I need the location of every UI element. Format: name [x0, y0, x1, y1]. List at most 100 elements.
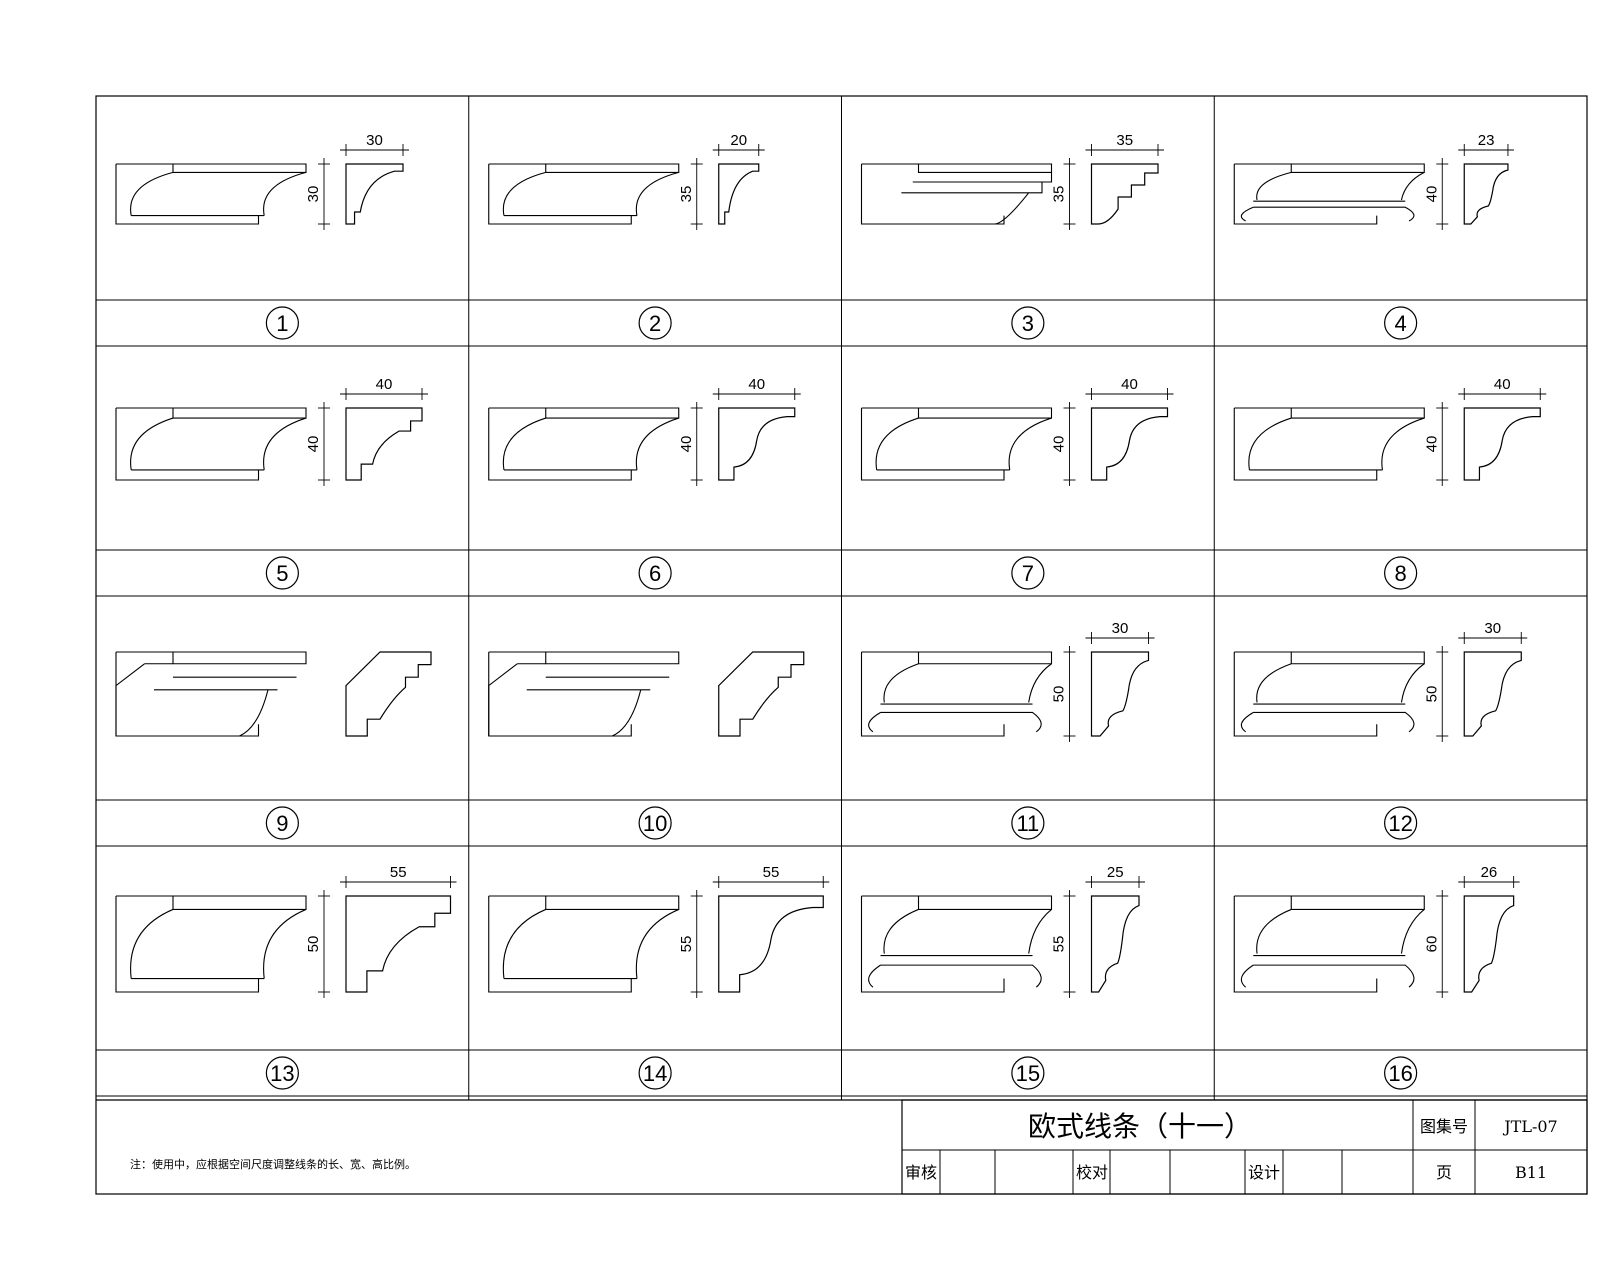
width-dimension-label: 55 [390, 864, 407, 881]
elevation-back-edge [1233, 896, 1378, 993]
elevation-profile-curve [130, 908, 307, 980]
section-profile [718, 407, 796, 481]
elevation-back-edge [115, 408, 260, 481]
section-profile [345, 651, 432, 737]
section-profile [718, 651, 805, 737]
width-dimension-label: 23 [1478, 132, 1495, 149]
section-profile [345, 163, 404, 225]
check-label: 校对 [1076, 1163, 1108, 1182]
profile-number-circle [1011, 556, 1045, 590]
elevation-top-fillet [116, 407, 307, 419]
section-profile [1463, 651, 1522, 737]
elevation-profile-curve [901, 172, 1053, 225]
width-dimension-label: 55 [763, 864, 780, 881]
profile-number: 9 [276, 811, 288, 836]
profile-number: 2 [649, 311, 661, 336]
width-dimension-label: 40 [748, 376, 765, 393]
profile-number: 4 [1395, 311, 1407, 336]
profile-number: 10 [643, 811, 667, 836]
height-dimension-label: 40 [1423, 436, 1440, 453]
elevation-top-fillet [861, 651, 1053, 665]
elevation-back-edge [860, 164, 1005, 225]
elevation-back-edge [1233, 652, 1378, 737]
section-profile [1463, 895, 1515, 993]
profile-cell: 10 [488, 651, 805, 840]
elevation-profile-curve [130, 417, 307, 471]
profile-number: 6 [649, 561, 661, 586]
width-dimension-label: 40 [1121, 376, 1138, 393]
elevation-top-fillet [1234, 163, 1425, 173]
profile-number: 5 [276, 561, 288, 586]
profile-number-circle [638, 556, 672, 590]
height-dimension-label: 35 [1051, 186, 1068, 203]
section-profile [1463, 163, 1509, 225]
profile-number-circle [638, 806, 672, 840]
elevation-profile-curve [502, 417, 679, 471]
elevation-profile-curve [868, 908, 1052, 988]
elevation-top-fillet [861, 895, 1053, 910]
section-profile [718, 163, 760, 225]
height-dimension-label: 35 [678, 186, 695, 203]
profile-number-circle [1011, 806, 1045, 840]
height-dimension-label: 40 [678, 436, 695, 453]
usage-note: 注：使用中，应根据空间尺度调整线条的长、宽、高比例。 [130, 1157, 416, 1171]
height-dimension-label: 40 [1423, 186, 1440, 203]
width-dimension-label: 25 [1107, 864, 1124, 881]
height-dimension-label: 50 [305, 936, 322, 953]
elevation-profile-curve [1240, 171, 1425, 222]
profile-number-circle [265, 1056, 299, 1090]
profile-number: 7 [1022, 561, 1034, 586]
elevation-back-edge [115, 896, 260, 993]
elevation-top-fillet [1234, 407, 1425, 419]
profile-cell: 23 40 4 [1233, 132, 1514, 340]
elevation-back-edge [1233, 164, 1378, 225]
elevation-back-edge [860, 408, 1005, 481]
profile-number: 8 [1395, 561, 1407, 586]
elevation-top-fillet [1234, 651, 1425, 665]
atlas-number-value: JTL-07 [1502, 1117, 1557, 1136]
section-profile [1090, 163, 1159, 225]
profile-number: 1 [276, 311, 288, 336]
review-label: 审核 [905, 1163, 937, 1182]
elevation-profile-curve [488, 663, 670, 737]
section-profile [718, 895, 824, 993]
width-dimension-label: 35 [1116, 132, 1133, 149]
elevation-back-edge [488, 896, 632, 993]
width-dimension-label: 40 [376, 376, 393, 393]
elevation-back-edge [115, 164, 260, 225]
section-profile [1090, 895, 1140, 993]
width-dimension-label: 40 [1494, 376, 1511, 393]
section-profile [345, 895, 452, 993]
profile-cell: 9 [115, 651, 432, 840]
sheet-frame [95, 95, 1588, 1195]
width-dimension-label: 30 [1484, 620, 1501, 637]
elevation-profile-curve [115, 663, 297, 737]
profile-number-circle [1011, 1056, 1045, 1090]
elevation-back-edge [1233, 408, 1378, 481]
elevation-top-fillet [116, 651, 307, 665]
elevation-back-edge [115, 652, 260, 737]
atlas-number-label: 图集号 [1420, 1117, 1468, 1136]
section-profile [1463, 407, 1541, 481]
height-dimension-label: 50 [1423, 686, 1440, 703]
elevation-profile-curve [502, 908, 679, 980]
elevation-profile-curve [1248, 417, 1425, 471]
height-dimension-label: 30 [305, 186, 322, 203]
title-block: 欧式线条（十一） 图集号 JTL-07 审核 校对 设计 页 B11 注：使用中… [96, 1099, 1588, 1195]
profile-number-circle [1011, 306, 1045, 340]
page-value: B11 [1515, 1163, 1547, 1182]
elevation-profile-curve [502, 171, 679, 217]
elevation-back-edge [488, 652, 632, 737]
profile-number-circle [638, 1056, 672, 1090]
section-profile [1090, 407, 1169, 481]
